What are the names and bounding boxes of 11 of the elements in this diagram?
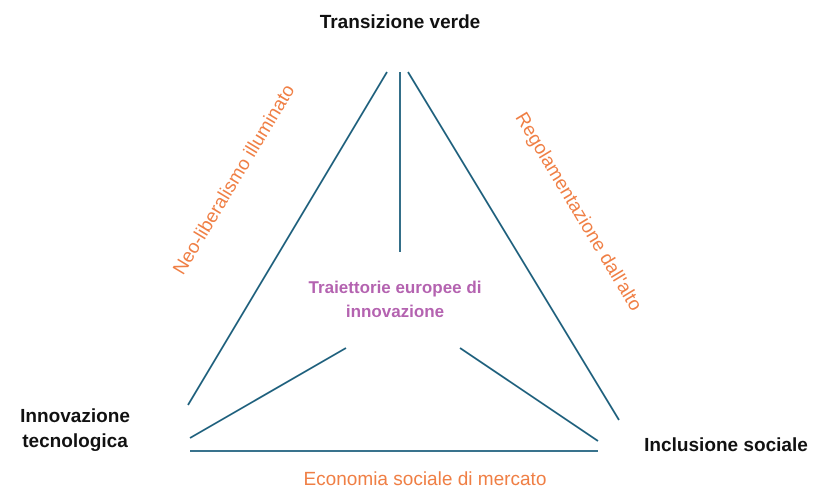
connector-line — [190, 450, 598, 452]
connector-line — [399, 72, 401, 252]
vertex-label: Inclusione sociale — [643, 434, 809, 458]
connector-line — [460, 347, 598, 442]
vertex-label: Transizione verde — [320, 11, 480, 35]
connector-line — [187, 72, 388, 406]
connector-line — [407, 72, 620, 420]
vertex-label: Innovazione tecnologica — [19, 405, 131, 454]
center-label: Traiettorie europee di innovazione — [308, 277, 482, 323]
connector-line — [190, 347, 346, 439]
edge-label: Economia sociale di mercato — [304, 469, 546, 489]
